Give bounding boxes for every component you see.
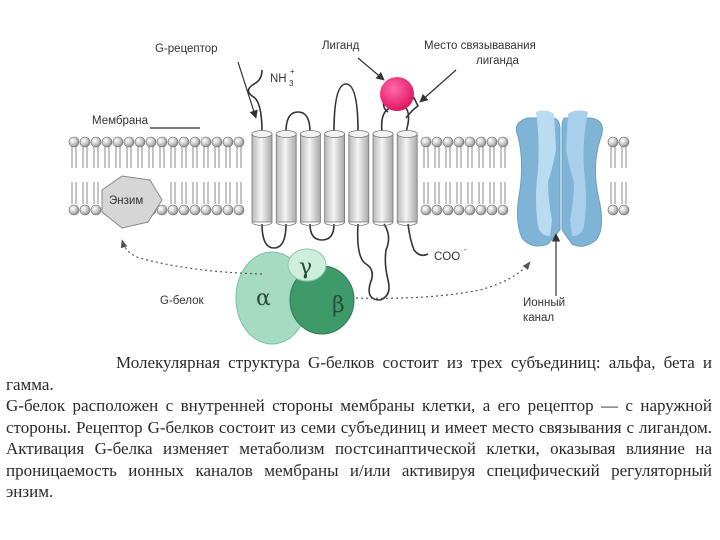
- pointer-g-receptor: [237, 61, 258, 119]
- lipid-head: [222, 136, 234, 148]
- lipid-head: [200, 136, 212, 148]
- lipid-head: [607, 136, 619, 148]
- lipid-head: [431, 204, 443, 216]
- membrane-outer-layer: [68, 136, 630, 168]
- lipid-head: [475, 204, 487, 216]
- lipid-head: [189, 136, 201, 148]
- enzyme-shape: [101, 175, 163, 229]
- coo-label: COO -: [434, 245, 467, 263]
- lipid-head: [442, 204, 454, 216]
- enzyme-label: Энзим: [109, 195, 143, 207]
- svg-text:COO: COO: [434, 251, 460, 263]
- lipid-head: [189, 204, 201, 216]
- lipid-head: [442, 136, 454, 148]
- lipid-head: [618, 204, 630, 216]
- svg-text:+: +: [290, 67, 295, 76]
- helix-3: [299, 130, 321, 226]
- lipid-head: [222, 204, 234, 216]
- activation-arrow-ion-channel: [355, 261, 531, 299]
- binding-site-label-1: Место связывавания: [424, 40, 536, 52]
- lipid-head: [112, 136, 124, 148]
- lipid-head: [486, 204, 498, 216]
- helix-1: [251, 130, 273, 226]
- beta-label: β: [332, 293, 345, 318]
- lipid-head: [211, 136, 223, 148]
- helix-7: [396, 130, 418, 226]
- caption: Молекулярная структура G-белков состоит …: [6, 352, 712, 503]
- lipid-head: [475, 136, 487, 148]
- lipid-head: [90, 204, 102, 216]
- lipid-head: [420, 204, 432, 216]
- caption-paragraph-1: Молекулярная структура G-белков состоит …: [6, 353, 712, 394]
- lipid-head: [486, 136, 498, 148]
- lipid-head: [497, 136, 509, 148]
- lipid-head: [68, 136, 80, 148]
- helix-2: [275, 130, 297, 226]
- nh3-label: NH 3 +: [270, 67, 295, 88]
- ion-channel-label-2: канал: [523, 312, 554, 324]
- lipid-head: [134, 136, 146, 148]
- lipid-head: [464, 136, 476, 148]
- activation-arrow-enzyme: [120, 239, 263, 275]
- ligand-molecule: [380, 77, 414, 111]
- lipid-head: [145, 136, 157, 148]
- helix-6: [372, 130, 394, 226]
- ion-channel-label-1: Ионный: [523, 297, 565, 309]
- alpha-label: α: [256, 286, 271, 311]
- lipid-head: [453, 204, 465, 216]
- svg-text:NH: NH: [270, 73, 287, 85]
- lipid-head: [211, 204, 223, 216]
- lipid-head: [68, 204, 80, 216]
- pointer-binding-site: [419, 69, 457, 103]
- lipid-head: [607, 204, 619, 216]
- lipid-head: [420, 136, 432, 148]
- lipid-head: [233, 204, 245, 216]
- lipid-head: [156, 204, 168, 216]
- lipid-head: [167, 204, 179, 216]
- receptor-loops: [247, 69, 429, 301]
- caption-paragraph-2: G-белок расположен с внутренней стороны …: [6, 396, 712, 501]
- lipid-head: [123, 136, 135, 148]
- helix-4: [324, 130, 346, 226]
- lipid-head: [464, 204, 476, 216]
- binding-site-label-2: лиганда: [476, 55, 520, 67]
- receptor-transmembrane-helices: [251, 130, 418, 226]
- lipid-head: [90, 136, 102, 148]
- gamma-subunit: [287, 248, 327, 282]
- lipid-head: [178, 136, 190, 148]
- svg-text:-: -: [464, 245, 467, 254]
- g-protein-diagram: Энзим α β γ G-рецептор Лиганд Место связ…: [68, 40, 630, 345]
- pointer-ligand: [357, 57, 385, 81]
- g-receptor-label: G-рецептор: [155, 43, 218, 55]
- lipid-head: [618, 136, 630, 148]
- lipid-head: [101, 136, 113, 148]
- lipid-head: [497, 204, 509, 216]
- lipid-head: [453, 136, 465, 148]
- lipid-head: [431, 136, 443, 148]
- g-protein: α β γ: [235, 248, 355, 345]
- lipid-head: [79, 136, 91, 148]
- ligand-label: Лиганд: [322, 40, 360, 52]
- membrane-label: Мембрана: [92, 115, 149, 127]
- lipid-head: [156, 136, 168, 148]
- lipid-head: [200, 204, 212, 216]
- ion-channel: [515, 110, 603, 247]
- helix-5: [348, 130, 370, 226]
- lipid-head: [79, 204, 91, 216]
- gamma-label: γ: [299, 255, 312, 280]
- g-protein-label: G-белок: [160, 295, 204, 307]
- lipid-head: [167, 136, 179, 148]
- lipid-head: [233, 136, 245, 148]
- svg-text:3: 3: [289, 79, 294, 88]
- lipid-head: [178, 204, 190, 216]
